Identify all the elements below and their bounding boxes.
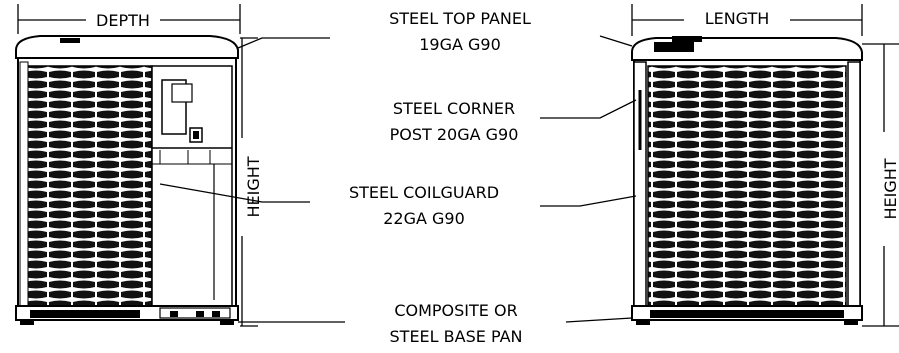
corner-post-label-line1: STEEL CORNER	[393, 99, 515, 118]
top-panel-label-line1: STEEL TOP PANEL	[389, 9, 531, 28]
corner-post-label-line2: POST 20GA G90	[390, 125, 519, 144]
base-pan-leader-right	[565, 317, 633, 323]
side-top-panel	[15, 35, 239, 59]
side-coilguard-grille	[23, 65, 153, 307]
coilguard-leader-right	[540, 195, 637, 207]
side-view-unit	[15, 35, 239, 325]
coilguard-label-line1: STEEL COILGUARD	[349, 183, 499, 202]
top-panel-label-line2: 19GA G90	[419, 35, 501, 54]
depth-label: DEPTH	[96, 11, 150, 30]
length-label: LENGTH	[705, 9, 770, 28]
height-left-label: HEIGHT	[244, 156, 263, 217]
base-pan-label-line2: STEEL BASE PAN	[390, 327, 523, 346]
coilguard-leader-left	[159, 183, 310, 203]
corner-post-leader	[540, 99, 637, 119]
front-view-unit	[631, 36, 863, 325]
base-pan-label-line1: COMPOSITE OR	[394, 301, 517, 320]
top-panel-leader-left	[237, 37, 330, 49]
front-corner-post-right	[847, 61, 861, 313]
height-right-label: HEIGHT	[881, 158, 899, 219]
front-coilguard-grille	[647, 65, 847, 307]
coilguard-label-line2: 22GA G90	[383, 209, 465, 228]
top-panel-leader-right	[599, 35, 633, 47]
